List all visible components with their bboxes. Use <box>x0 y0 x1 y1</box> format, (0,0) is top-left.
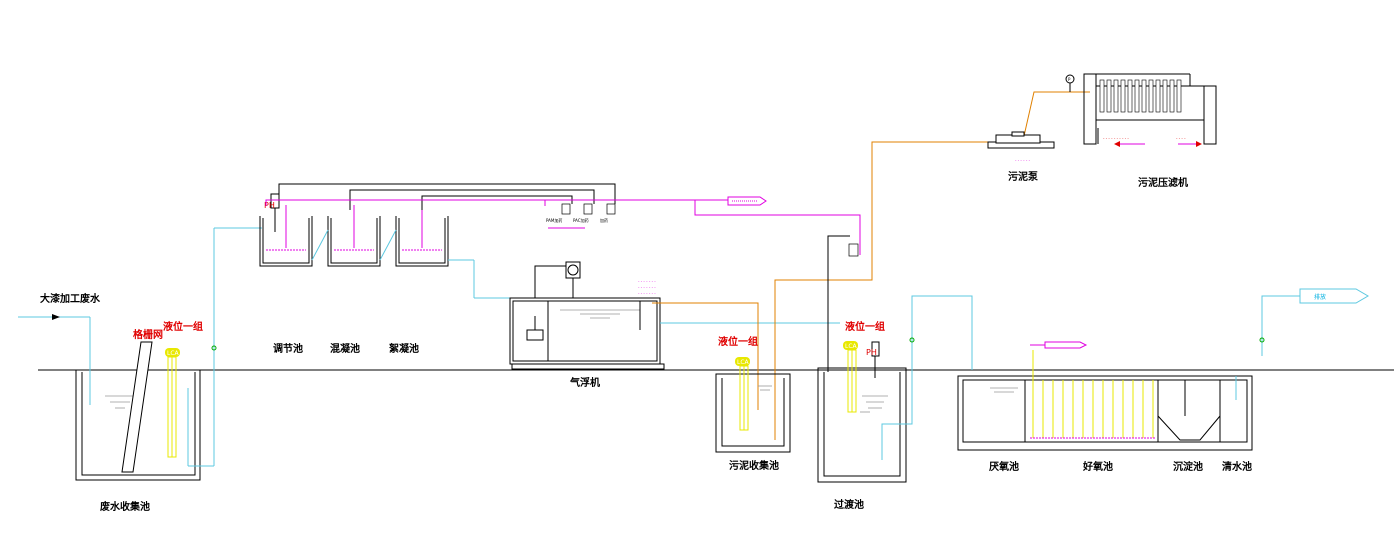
dosing-label-3: 加药 <box>600 217 608 223</box>
ph-label-1: PH <box>264 201 275 210</box>
transition-tank: LCA 液位一组 PH 过渡池 <box>817 235 973 511</box>
dosing-system: PAM加药 PAC加药 加药 <box>265 183 861 255</box>
pressure-gauge: P <box>1068 77 1071 82</box>
settling-tank-label: 沉淀池 <box>1173 460 1203 473</box>
svg-text:- - - - - - -: - - - - - - - <box>638 291 656 296</box>
svg-text:- - - - - - -: - - - - - - - <box>638 285 656 290</box>
sludge-lines <box>652 91 1090 440</box>
sludge-pump: - - - - - - 污泥泵 <box>987 131 1055 183</box>
svg-text:- - - - - -: - - - - - - <box>1015 158 1031 163</box>
ph-label-2: PH <box>866 348 877 357</box>
filter-press: P - - - - - - - - - - - - - - 污泥压滤机 <box>1065 73 1217 189</box>
screen-label: 格栅网 <box>133 328 163 341</box>
dosing-label-2: PAC加药 <box>573 217 589 223</box>
svg-text:- - - -: - - - - <box>1176 136 1186 141</box>
screen-bar <box>121 341 153 473</box>
aerobic-tank-label: 好氧池 <box>1082 460 1113 473</box>
level-label-3: 液位一组 <box>845 320 885 333</box>
bio-tanks: 排放 厌氧池 好氧池 沉淀池 清水池 <box>957 288 1369 473</box>
sludge-tank-label: 污泥收集池 <box>729 459 779 472</box>
air-flotation: - - - - - - - - - - - - - - - - - - - - … <box>509 261 840 389</box>
dosing-label-1: PAM加药 <box>546 217 562 223</box>
reaction-tanks: PH 调节池 混凝池 絮凝池 <box>259 193 512 355</box>
lca-badge-2: LCA <box>737 359 750 366</box>
regulating-tank-label: 调节池 <box>273 342 303 355</box>
outlet-label: 排放 <box>1314 293 1326 301</box>
wastewater-tank: 格栅网 LCA 液位一组 废水收集池 <box>75 227 262 513</box>
sludge-pump-label: 污泥泵 <box>1008 170 1039 183</box>
inflow: 大漆加工废水 <box>18 292 101 405</box>
signal-tag-2 <box>1044 341 1088 349</box>
lca-badge-3: LCA <box>845 343 858 350</box>
svg-text:- - - - - - - - - -: - - - - - - - - - - <box>1103 136 1129 141</box>
svg-text:- - - - - - -: - - - - - - - <box>638 279 656 284</box>
inflow-label: 大漆加工废水 <box>40 292 101 305</box>
filter-plates <box>1099 79 1182 113</box>
filter-press-label: 污泥压滤机 <box>1138 176 1188 189</box>
level-label-2: 液位一组 <box>718 335 758 348</box>
sludge-tank: LCA 液位一组 污泥收集池 <box>715 335 791 472</box>
clear-tank-label: 清水池 <box>1222 460 1252 473</box>
aerobic-media <box>1030 350 1156 439</box>
outlet-arrow <box>1299 288 1369 304</box>
transition-tank-label: 过渡池 <box>834 498 864 511</box>
anoxic-tank-label: 厌氧池 <box>989 460 1019 473</box>
air-flotation-label: 气浮机 <box>569 376 600 389</box>
wastewater-tank-label: 废水收集池 <box>100 500 150 513</box>
flocculation-tank-label: 絮凝池 <box>389 342 419 355</box>
lca-badge-1: LCA <box>167 350 180 357</box>
coagulation-tank-label: 混凝池 <box>330 342 360 355</box>
level-label-1: 液位一组 <box>163 320 203 333</box>
